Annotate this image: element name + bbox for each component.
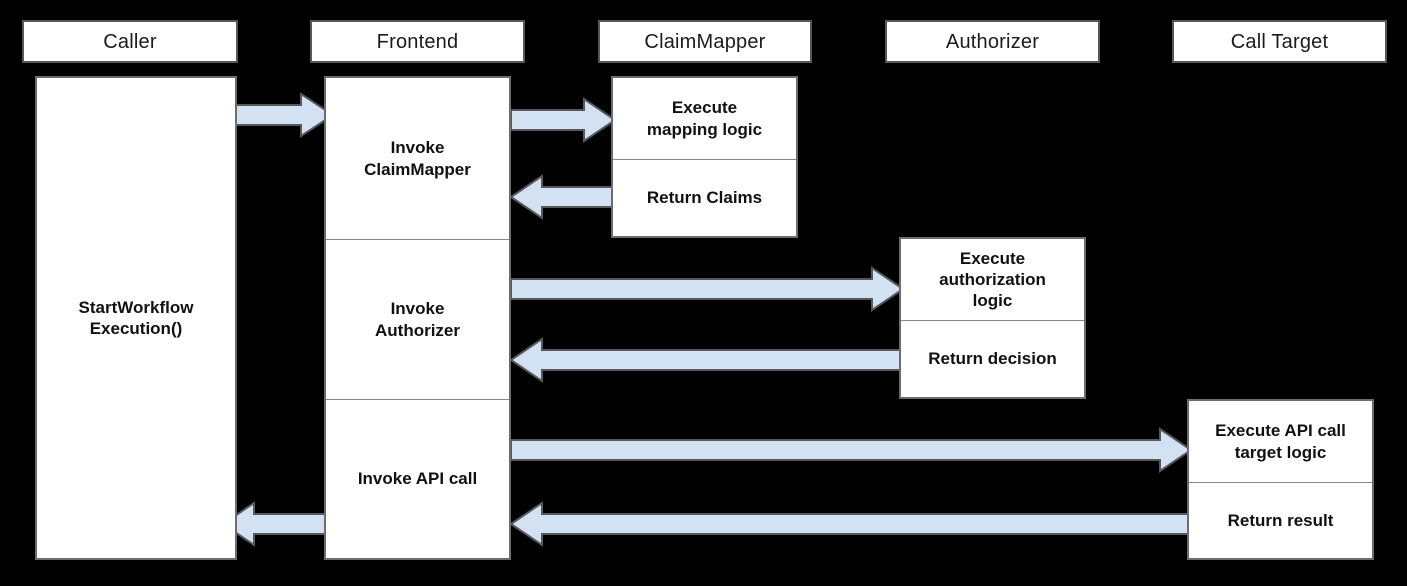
lane-header-frontend-label: Frontend	[376, 30, 459, 53]
message-arrow-claimmapper-to-frontend	[509, 174, 616, 220]
message-arrow-caller-to-frontend	[222, 92, 335, 138]
lane-header-authorizer-label: Authorizer	[945, 30, 1040, 53]
lane-header-calltarget: Call Target	[1172, 20, 1387, 63]
activation-claimmapper-return-claims-label: Return Claims	[646, 188, 763, 208]
lane-header-frontend: Frontend	[310, 20, 525, 63]
message-arrow-authorizer-to-frontend	[509, 337, 904, 383]
lane-header-authorizer: Authorizer	[885, 20, 1100, 63]
lane-header-claimmapper: ClaimMapper	[598, 20, 812, 63]
activation-claimmapper-return-claims: Return Claims	[613, 159, 796, 236]
activation-authorizer-return-decision: Return decision	[901, 320, 1084, 397]
lane-header-calltarget-label: Call Target	[1230, 30, 1329, 53]
message-arrow-frontend-to-authorizer	[510, 266, 905, 312]
lane-header-claimmapper-label: ClaimMapper	[644, 30, 766, 53]
lane-header-caller-label: Caller	[103, 30, 157, 53]
message-arrow-frontend-to-claimmapper	[510, 97, 617, 143]
message-arrow-frontend-to-calltarget	[510, 427, 1193, 473]
lane-header-caller: Caller	[22, 20, 238, 63]
activation-calltarget-return-result: Return result	[1189, 482, 1372, 558]
activation-frontend-invoke-api-call-label: Invoke API call	[357, 469, 478, 489]
message-arrow-frontend-to-caller	[221, 501, 334, 547]
activation-authorizer-return-decision-label: Return decision	[928, 349, 1057, 369]
activation-frontend-invoke-api-call: Invoke API call	[326, 399, 509, 558]
message-arrow-calltarget-to-frontend	[509, 501, 1192, 547]
activation-calltarget-return-result-label: Return result	[1227, 510, 1334, 530]
